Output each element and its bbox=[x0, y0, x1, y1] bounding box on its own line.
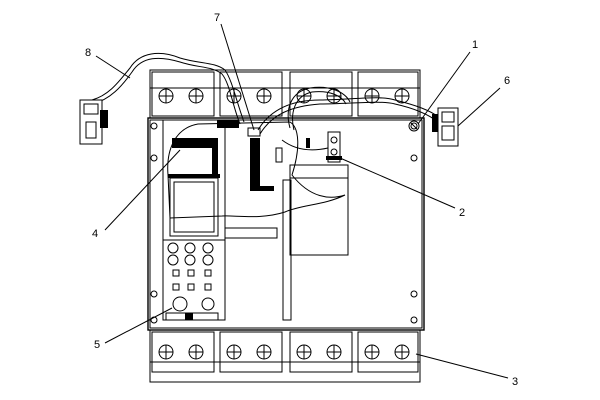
callout-5: 5 bbox=[94, 339, 100, 351]
leader-5 bbox=[104, 307, 173, 344]
leader-6 bbox=[457, 87, 501, 127]
bottom-terminal-2 bbox=[219, 331, 283, 373]
bottom-terminal-1 bbox=[151, 331, 215, 373]
leader-3 bbox=[415, 353, 509, 379]
callout-3: 3 bbox=[512, 376, 518, 388]
callout-1: 1 bbox=[472, 39, 478, 51]
callout-8: 8 bbox=[85, 47, 91, 59]
cutaway-interior bbox=[167, 120, 349, 321]
top-terminal-4 bbox=[357, 71, 419, 117]
internal-lever bbox=[250, 138, 260, 190]
callout-4: 4 bbox=[92, 228, 98, 240]
leader-lines bbox=[95, 23, 509, 379]
leader-2 bbox=[339, 157, 456, 209]
leader-8 bbox=[95, 55, 131, 79]
bottom-terminal-3 bbox=[289, 331, 353, 373]
wiring-harness bbox=[91, 52, 441, 151]
trip-unit-buttons bbox=[172, 269, 212, 291]
right-connector bbox=[432, 107, 459, 147]
frame-screw-l2 bbox=[150, 290, 158, 298]
trip-coil-cap bbox=[217, 120, 239, 128]
top-terminal-blocks bbox=[149, 69, 421, 119]
frame-screw-l1 bbox=[150, 154, 158, 162]
terminal-strip bbox=[326, 131, 342, 163]
leader-7 bbox=[220, 23, 255, 131]
frame-screw-br bbox=[410, 316, 418, 324]
handle-slot bbox=[224, 227, 278, 239]
callout-2: 2 bbox=[459, 207, 465, 219]
frame-screw-tl bbox=[150, 122, 158, 130]
auxiliary-contact-bar bbox=[172, 138, 216, 148]
trip-unit-display bbox=[169, 177, 219, 237]
test-button bbox=[172, 296, 188, 312]
bottom-terminal-blocks bbox=[149, 329, 421, 383]
bottom-terminal-4 bbox=[357, 331, 419, 373]
trip-unit-knobs bbox=[167, 242, 214, 266]
breaker-body bbox=[147, 117, 425, 331]
leader-4 bbox=[104, 149, 181, 231]
top-terminal-1 bbox=[151, 71, 215, 117]
frame-screw-r1 bbox=[410, 154, 418, 162]
callout-7: 7 bbox=[214, 12, 220, 24]
frame-screw-r2 bbox=[410, 290, 418, 298]
callout-labels: 1 2 3 4 5 6 7 8 bbox=[85, 12, 518, 388]
left-connector bbox=[79, 99, 108, 145]
leader-1 bbox=[417, 51, 471, 125]
frame-screw-tr bbox=[410, 122, 418, 130]
connector-terminal-7 bbox=[247, 127, 261, 137]
top-terminal-2 bbox=[219, 71, 283, 117]
callout-6: 6 bbox=[504, 75, 510, 87]
